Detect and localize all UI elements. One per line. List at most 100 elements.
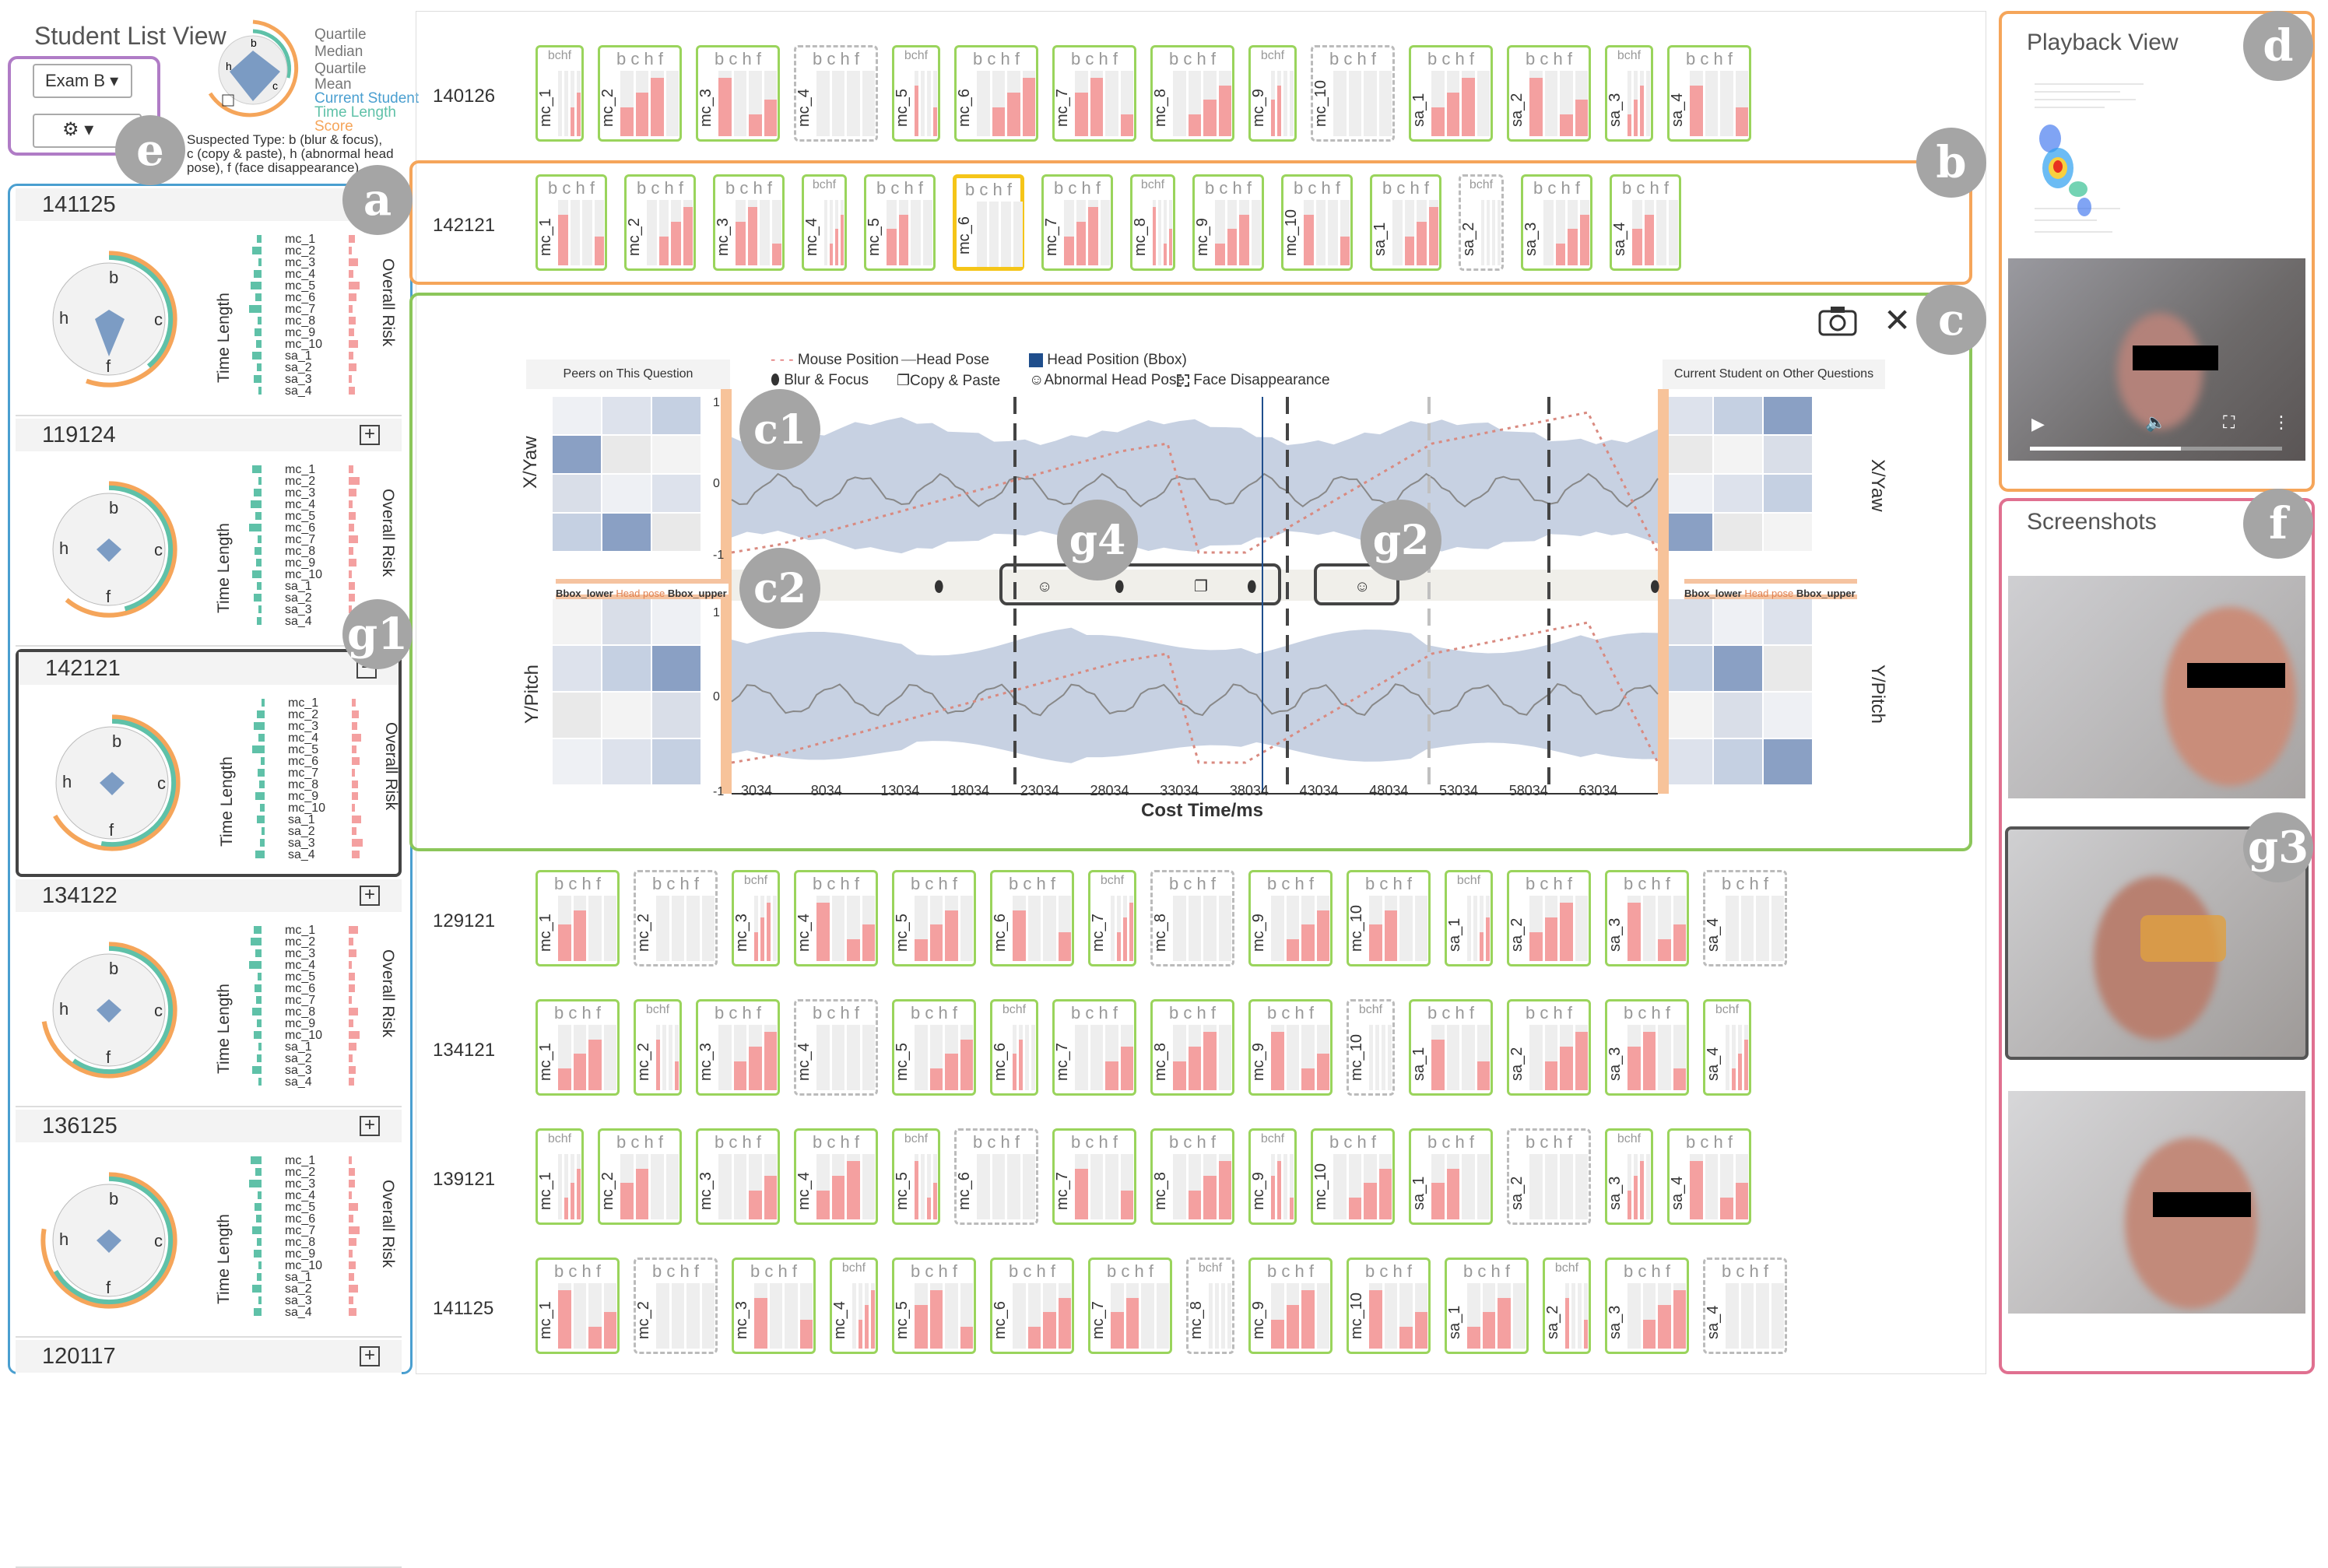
student-card[interactable]: 120117+ — [16, 1340, 402, 1568]
play-icon[interactable]: ▶ — [2031, 414, 2045, 433]
exam-select[interactable]: Exam B ▾ — [33, 64, 132, 98]
expand-toggle-icon[interactable]: + — [360, 1116, 380, 1136]
expand-toggle-icon[interactable]: + — [360, 1346, 380, 1366]
screenshot-3[interactable] — [2008, 1091, 2305, 1314]
fullscreen-icon[interactable]: ⛶ — [2223, 412, 2235, 432]
camera-icon[interactable] — [1818, 305, 1857, 336]
screenshot-1[interactable] — [2008, 576, 2305, 798]
video-progress-bar[interactable] — [2030, 447, 2282, 451]
video-player[interactable]: ▶ 🔈 ⛶ ⋮ — [2008, 258, 2305, 461]
more-icon[interactable]: ⋮ — [2273, 412, 2290, 432]
expand-toggle-icon[interactable]: + — [360, 425, 380, 445]
close-icon[interactable]: ✕ — [1884, 302, 1912, 339]
expand-toggle-icon[interactable]: + — [360, 886, 380, 906]
volume-icon[interactable]: 🔈 — [2145, 412, 2167, 432]
